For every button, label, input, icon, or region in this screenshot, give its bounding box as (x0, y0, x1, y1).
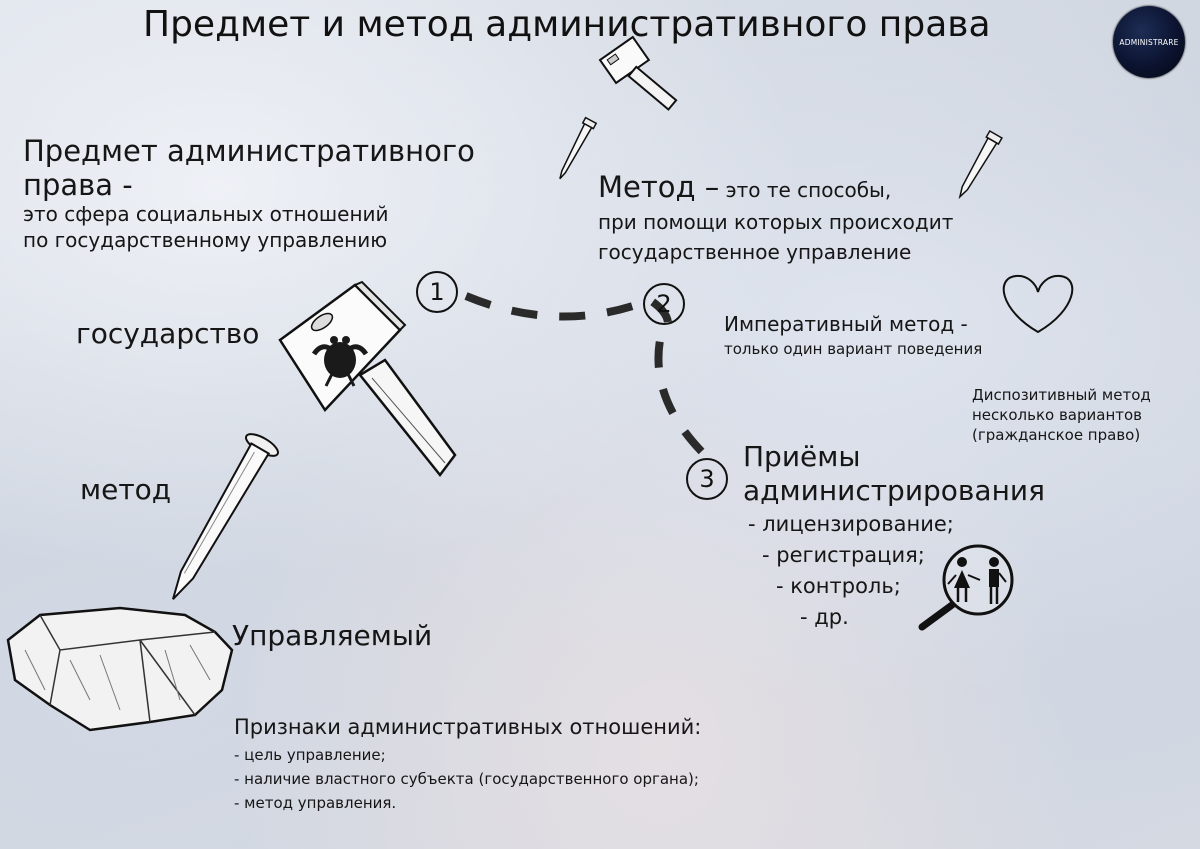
hammer-icon (598, 35, 678, 111)
dispositive-line2: несколько вариантов (972, 406, 1143, 424)
administrare-logo: ADMINISTRARE (1113, 6, 1185, 78)
step-2-badge: 2 (643, 283, 685, 325)
rock-icon (6, 606, 234, 732)
method-desc-line1: это те способы, (719, 178, 892, 202)
method-desc-line3: государственное управление (598, 240, 912, 264)
nail-icon (559, 116, 598, 180)
method-label: метод (80, 473, 172, 506)
technique-item: - регистрация; (762, 543, 925, 567)
sign-item: - цель управление; (234, 746, 386, 764)
technique-item: - контроль; (776, 574, 901, 598)
step-3-number: 3 (699, 465, 715, 493)
sign-item: - метод управления. (234, 794, 397, 812)
method-desc-line2: при помощи которых происходит (598, 210, 954, 234)
magnifier-children-icon (918, 544, 1014, 631)
method-definition-line1: Метод – это те способы, (598, 170, 891, 204)
step-1-badge: 1 (416, 271, 458, 313)
dispositive-line1: Диспозитивный метод (972, 386, 1151, 404)
technique-item: - др. (800, 605, 849, 629)
technique-item: - лицензирование; (748, 512, 954, 536)
heart-outline-icon (1002, 274, 1074, 334)
subject-heading-line2: права - (23, 168, 133, 202)
techniques-title-line1: Приёмы (743, 440, 861, 473)
step-1-number: 1 (429, 278, 445, 306)
state-label: государство (76, 317, 260, 350)
step-3-badge: 3 (686, 458, 728, 500)
nail-icon (958, 129, 1003, 200)
hammer-with-emblem-icon (278, 280, 457, 478)
page-title: Предмет и метод административного права (143, 4, 991, 45)
sign-item: - наличие властного субъекта (государств… (234, 770, 699, 788)
step-2-number: 2 (656, 290, 672, 318)
imperative-desc: только один вариант поведения (724, 340, 983, 358)
subject-desc-line2: по государственному управлению (23, 228, 388, 252)
subject-heading-line1: Предмет административного (23, 134, 475, 168)
signs-title: Признаки административных отношений: (234, 715, 702, 739)
dispositive-line3: (гражданское право) (972, 426, 1141, 444)
imperative-title: Императивный метод - (724, 312, 968, 336)
managed-label: Управляемый (232, 619, 433, 652)
subject-desc-line1: это сфера социальных отношений (23, 202, 389, 226)
nail-icon (172, 433, 279, 600)
techniques-title-line2: администрирования (743, 474, 1045, 507)
method-heading: Метод – (598, 170, 720, 204)
logo-label: ADMINISTRARE (1119, 37, 1179, 47)
